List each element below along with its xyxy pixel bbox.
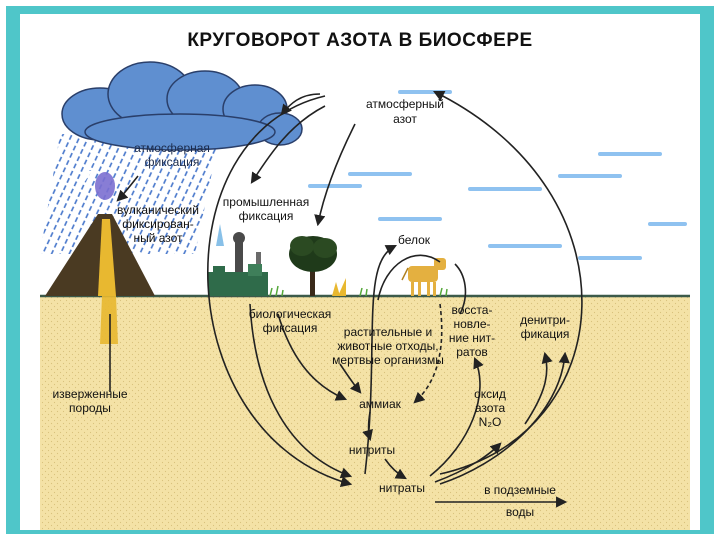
- label-oxide-3: N₂O: [479, 415, 502, 429]
- label-volcanic-1: вулканический: [117, 203, 199, 217]
- arrow-to-tree: [314, 123, 356, 227]
- sky-streaks: [308, 90, 687, 260]
- label-denitrification-1: денитри-: [520, 313, 570, 327]
- label-atm-nitrogen-1: атмосферный: [366, 97, 444, 111]
- arrow-nitrites-to-nitrates: [384, 458, 407, 480]
- label-waste-3: мертвые организмы: [332, 353, 444, 367]
- arrow-denitrification-loop: [432, 90, 583, 475]
- label-protein: белок: [398, 233, 431, 247]
- label-ammonia: аммиак: [359, 397, 402, 411]
- label-atm-fixation-2: фиксация: [145, 155, 200, 169]
- arrow-volcanic: [116, 175, 139, 202]
- cloud-icon: [61, 61, 303, 151]
- grass: [269, 285, 448, 297]
- label-volcanic-2: фиксирован-: [122, 217, 194, 231]
- volcano-icon: [45, 172, 155, 344]
- arrow-waste-to-ammonia: [339, 363, 362, 394]
- label-reduction-2: новле-: [453, 317, 490, 331]
- label-industrial-1: промышленная: [223, 195, 309, 209]
- cow-icon: [401, 258, 446, 296]
- label-reduction-3: ние нит-: [449, 331, 495, 345]
- arrow-oxide-to-denitrification: [524, 351, 553, 425]
- label-oxide-2: азота: [475, 401, 506, 415]
- factory-icon: [208, 224, 268, 296]
- label-atm-nitrogen-2: азот: [393, 112, 417, 126]
- arrow-industrial-to-nitrates: [249, 303, 353, 479]
- label-waste-1: растительные и: [344, 325, 432, 339]
- label-igneous-2: породы: [69, 401, 111, 415]
- arrow-to-industrial: [250, 105, 326, 184]
- label-bio-fixation-1: биологическая: [249, 307, 332, 321]
- label-reduction-4: ратов: [456, 345, 488, 359]
- arrow-atmosphere-to-cloud: [280, 93, 321, 116]
- soil-area: [40, 296, 690, 530]
- label-industrial-2: фиксация: [239, 209, 294, 223]
- label-atm-fixation-1: атмосферная: [134, 141, 210, 155]
- arrow-bio-to-ammonia: [277, 313, 348, 401]
- label-bio-fixation-2: фиксация: [263, 321, 318, 335]
- tree-icon: [289, 236, 337, 296]
- arrow-cow-to-ammonia: [413, 303, 443, 404]
- arrow-reduction-up: [454, 263, 467, 315]
- label-reduction-1: восста-: [452, 303, 493, 317]
- label-groundwater-2: воды: [506, 505, 534, 519]
- arrow-to-denitrification: [439, 351, 570, 485]
- label-denitrification-2: фикация: [521, 327, 570, 341]
- slide-frame: КРУГОВОРОТ АЗОТА В БИОСФЕРЕ: [6, 6, 714, 534]
- arrow-nitrates-to-protein: [364, 244, 397, 475]
- label-volcanic-3: ный азот: [133, 231, 183, 245]
- label-nitrites: нитриты: [349, 443, 395, 457]
- diagram-title: КРУГОВОРОТ АЗОТА В БИОСФЕРЕ: [187, 30, 532, 51]
- label-oxide-1: оксид: [474, 387, 506, 401]
- arrow-atmosphere-to-nitrates: [207, 95, 353, 487]
- label-groundwater-1: в подземные: [484, 483, 556, 497]
- diagram-labels: атмосферный азот атмосферная фиксация ву…: [52, 97, 569, 519]
- arrow-nitrates-to-oxide: [434, 442, 502, 483]
- diagram-canvas: КРУГОВОРОТ АЗОТА В БИОСФЕРЕ: [20, 14, 700, 530]
- label-igneous-1: изверженные: [52, 387, 127, 401]
- cycle-arrows: [109, 90, 583, 508]
- label-nitrates: нитраты: [379, 481, 425, 495]
- rain: [40, 134, 220, 254]
- label-waste-2: животные отходы,: [337, 339, 438, 353]
- lightning-icon: [81, 159, 95, 185]
- arrow-nitrates-to-reduction: [429, 356, 484, 477]
- arrow-protein-to-cow: [377, 254, 441, 301]
- plant-icon: [332, 278, 346, 296]
- nitrogen-cycle-diagram: КРУГОВОРОТ АЗОТА В БИОСФЕРЕ: [40, 30, 690, 530]
